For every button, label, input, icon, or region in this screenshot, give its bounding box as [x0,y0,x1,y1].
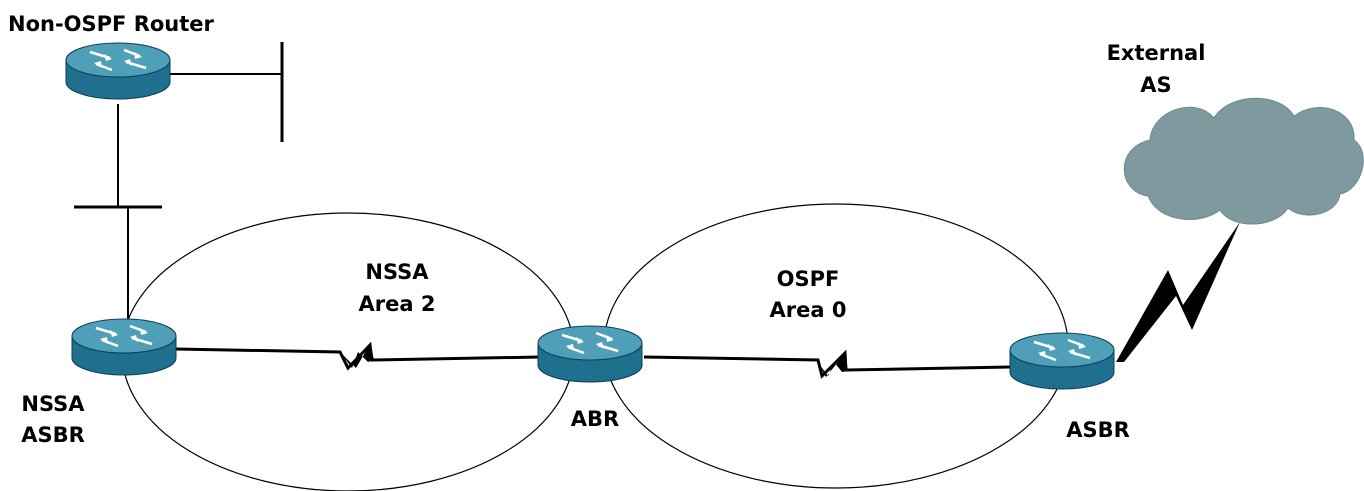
ospf-area-label-line1: OSPF [776,267,840,291]
serial-link-zigzag-2 [816,353,848,377]
serial-link-abr-asbr [643,349,1011,379]
nssa-asbr-router-icon [70,317,178,377]
nssa-area-2-boundary [121,212,575,491]
nssa-area-label-line1: NSSA [365,260,429,284]
external-as-label-line2: AS [1140,73,1172,97]
serial-link-zigzag [340,344,374,368]
external-as-label-line1: External [1106,41,1206,65]
ospf-area-label-line2: Area 0 [769,298,847,322]
external-serial-link-icon [1116,222,1240,362]
abr-label: ABR [570,407,620,431]
non-ospf-router-label: Non-OSPF Router [8,12,214,36]
asbr-label: ASBR [1066,418,1130,442]
ospf-area-0-boundary [603,203,1069,489]
cloud-icon [1123,97,1364,225]
asbr-router-icon [1008,331,1116,391]
nssa-area-label-line2: Area 2 [358,292,436,316]
non-ospf-router-icon [64,41,172,101]
nssa-asbr-label-line1: NSSA [21,392,85,416]
abr-router-icon [536,324,644,384]
nssa-asbr-label-line2: ASBR [21,423,85,447]
